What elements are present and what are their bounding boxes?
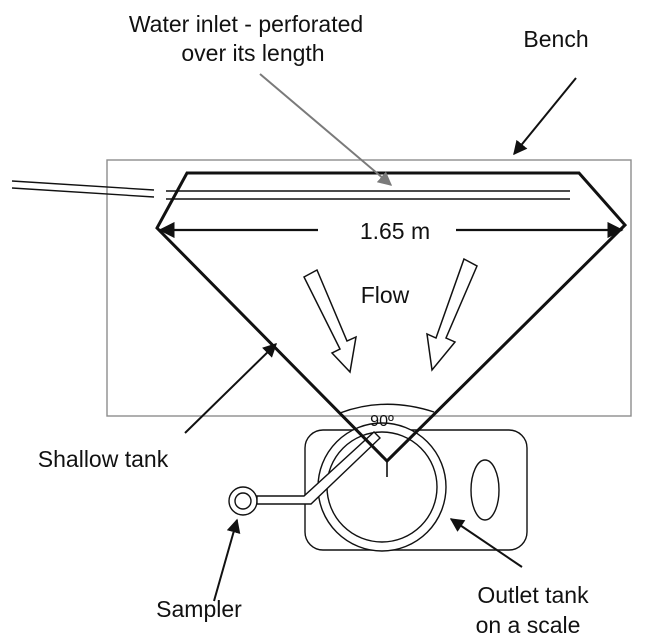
right-flow-arrow <box>426 257 478 372</box>
outlet-tank-outer-circle <box>317 422 447 552</box>
sampler-leader-arrow <box>213 518 241 602</box>
inlet-pipe-line-lower <box>11 187 155 198</box>
water-inlet-pipe <box>11 180 570 200</box>
sampler-assembly <box>228 431 382 516</box>
shallow-tank-leader-arrow <box>184 343 278 434</box>
inlet-pipe-line-upper <box>11 180 155 191</box>
bench-leader-arrow <box>513 77 577 156</box>
shallow-tank <box>155 171 628 477</box>
shallow-tank-label: Shallow tank <box>38 446 169 472</box>
sampler-label: Sampler <box>156 596 242 622</box>
bench <box>106 159 632 417</box>
water-inlet-label-line-1: Water inlet - perforated <box>129 11 363 37</box>
outlet-tank-label-line-2: on a scale <box>476 612 581 638</box>
flow-arrows <box>303 257 478 374</box>
outlet-tank-label-line-1: Outlet tank <box>477 582 589 608</box>
width-label: 1.65 m <box>360 218 430 244</box>
flow-label: Flow <box>361 282 410 308</box>
scale-side-ellipse <box>470 459 500 521</box>
outlet-notch <box>380 455 394 477</box>
bench-label: Bench <box>523 26 588 52</box>
shallow-tank-outline <box>155 171 628 464</box>
water-inlet-label-line-2: over its length <box>181 40 324 66</box>
outlet-tank-assembly <box>304 422 528 552</box>
sampler-pipe <box>256 431 382 505</box>
angle-arc <box>339 403 435 414</box>
outlet-tank-leader-arrow <box>449 518 523 568</box>
water-inlet-leader-arrow <box>259 73 393 186</box>
angle-label: 90º <box>370 413 394 430</box>
sampler-inner-ring <box>234 492 252 510</box>
left-flow-arrow <box>303 268 357 374</box>
